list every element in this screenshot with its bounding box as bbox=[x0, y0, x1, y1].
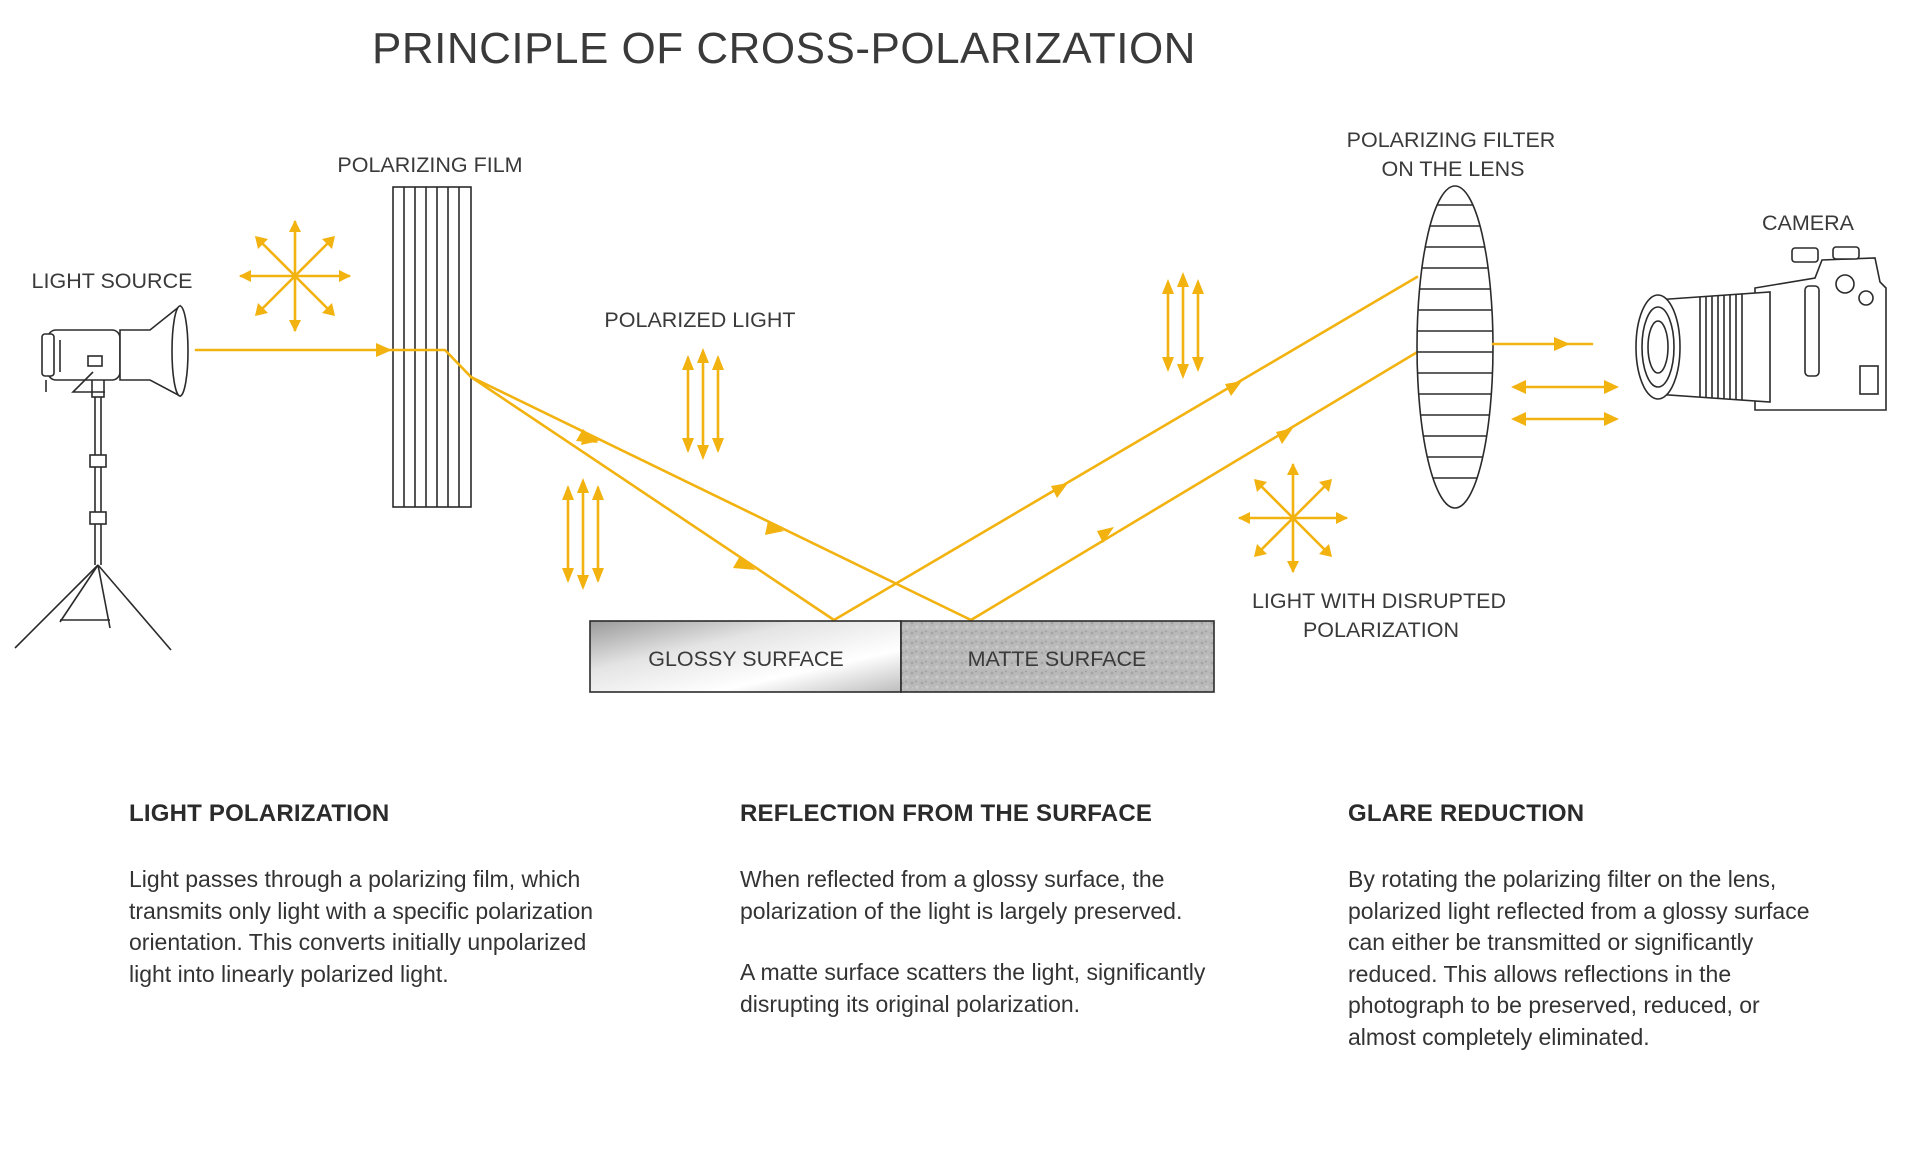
reflected-rays bbox=[832, 275, 1426, 622]
polarized-light-arrows-icon bbox=[682, 348, 724, 460]
section-heading: REFLECTION FROM THE SURFACE bbox=[740, 800, 1153, 827]
polarizing-film-label: POLARIZING FILM bbox=[337, 153, 522, 177]
polarizing-filter-icon bbox=[1416, 185, 1494, 509]
transmitted-ray bbox=[1491, 337, 1619, 426]
section-paragraph: When reflected from a glossy surface, th… bbox=[740, 866, 1183, 924]
reflected-polarized-arrows-icon bbox=[1162, 272, 1204, 379]
polarized-light-label: POLARIZED LIGHT bbox=[604, 308, 795, 332]
incoming-light-ray bbox=[194, 343, 473, 379]
polarizing-film-icon bbox=[392, 186, 472, 508]
disrupted-light-icon bbox=[1238, 463, 1348, 573]
polarized-rays bbox=[469, 375, 973, 622]
section-heading: GLARE REDUCTION bbox=[1348, 800, 1585, 827]
disrupted-polarization-label-line2: POLARIZATION bbox=[1303, 618, 1459, 642]
polarizing-filter-label-line2: ON THE LENS bbox=[1382, 157, 1525, 181]
polarized-light-arrows-lower-icon bbox=[562, 478, 604, 590]
glossy-surface: GLOSSY SURFACE bbox=[589, 620, 902, 693]
section-heading: LIGHT POLARIZATION bbox=[129, 800, 390, 827]
matte-surface: MATTE SURFACE bbox=[900, 620, 1215, 693]
section-paragraph: A matte surface scatters the light, sign… bbox=[740, 959, 1206, 1017]
section-light-polarization: LIGHT POLARIZATION Light passes through … bbox=[129, 800, 599, 1020]
light-source-icon bbox=[14, 304, 189, 651]
unpolarized-light-icon bbox=[239, 220, 351, 332]
matte-surface-label: MATTE SURFACE bbox=[968, 647, 1147, 671]
section-glare-reduction: GLARE REDUCTION By rotating the polarizi… bbox=[1348, 800, 1818, 1083]
section-reflection: REFLECTION FROM THE SURFACE When reflect… bbox=[740, 800, 1210, 1050]
cross-polarization-diagram: PRINCIPLE OF CROSS-POLARIZATION LIGHT SO… bbox=[14, 24, 1887, 693]
disrupted-polarization-label-line1: LIGHT WITH DISRUPTED bbox=[1252, 589, 1506, 613]
camera-icon bbox=[1635, 246, 1887, 411]
section-paragraph: Light passes through a polarizing film, … bbox=[129, 866, 594, 987]
diagram-title: PRINCIPLE OF CROSS-POLARIZATION bbox=[372, 24, 1196, 73]
polarizing-filter-label-line1: POLARIZING FILTER bbox=[1347, 128, 1556, 152]
glossy-surface-label: GLOSSY SURFACE bbox=[648, 647, 844, 671]
camera-label: CAMERA bbox=[1762, 211, 1855, 235]
section-paragraph: By rotating the polarizing filter on the… bbox=[1348, 866, 1810, 1050]
light-source-label: LIGHT SOURCE bbox=[32, 269, 193, 293]
